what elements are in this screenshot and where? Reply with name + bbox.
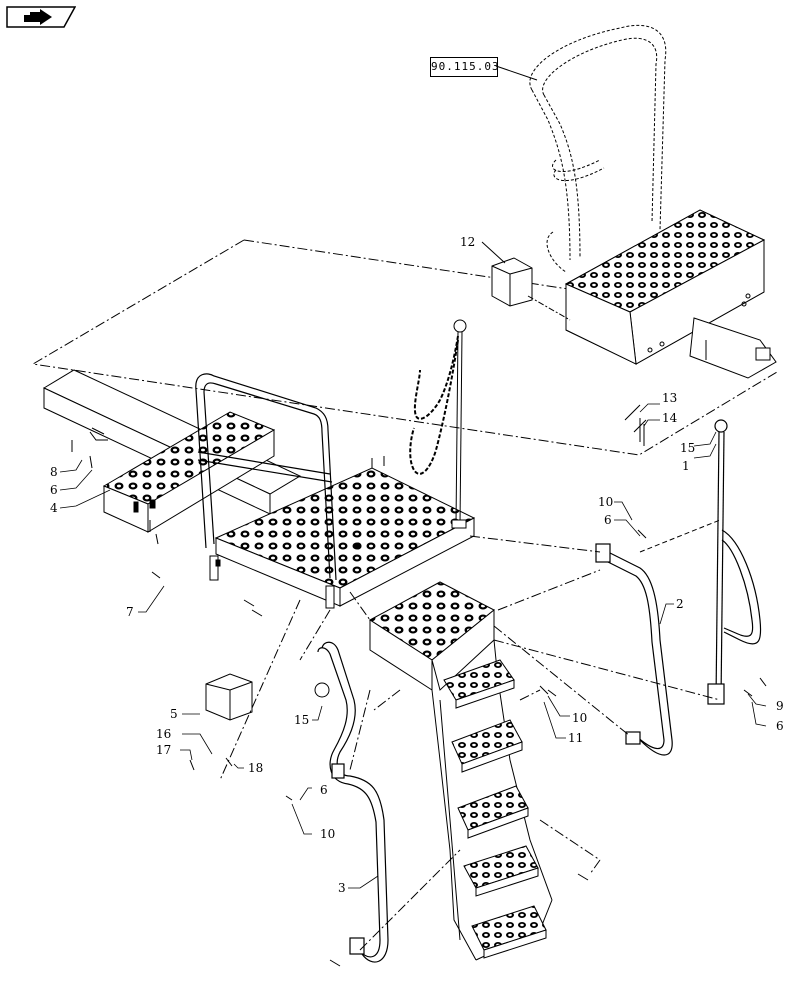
reference-label[interactable]: 90.115.03	[430, 57, 499, 77]
callout-15-left[interactable]: 15	[294, 713, 310, 727]
post	[451, 319, 467, 529]
callout-5[interactable]: 5	[170, 707, 178, 721]
main-platform	[209, 456, 476, 609]
handrail-3	[317, 641, 389, 963]
callout-10-lower[interactable]: 10	[320, 827, 336, 841]
main-handrail	[195, 373, 337, 581]
callout-6-right-top[interactable]: 6	[604, 513, 612, 527]
phantom-handrail	[529, 24, 667, 273]
left-step	[102, 411, 276, 533]
callout-6-lower[interactable]: 6	[320, 783, 328, 797]
part-5-box	[205, 673, 253, 721]
callout-2[interactable]: 2	[676, 597, 684, 611]
staircase	[369, 581, 553, 961]
callout-10-right-top[interactable]: 10	[598, 495, 614, 509]
callout-3[interactable]: 3	[338, 881, 346, 895]
handrail-1	[707, 419, 762, 705]
callout-6-left[interactable]: 6	[50, 483, 58, 497]
handrail-2	[595, 543, 673, 756]
callout-15-right[interactable]: 15	[680, 441, 696, 455]
callout-17[interactable]: 17	[156, 743, 172, 757]
callout-11[interactable]: 11	[568, 731, 584, 745]
callout-4[interactable]: 4	[50, 501, 58, 515]
chain	[409, 335, 459, 475]
back-arrow-icon[interactable]	[6, 6, 76, 28]
callout-1[interactable]: 1	[682, 459, 690, 473]
callout-9[interactable]: 9	[776, 699, 784, 713]
part-15-ball	[314, 682, 330, 698]
callout-6-right-bottom[interactable]: 6	[776, 719, 784, 733]
upper-platform	[564, 209, 777, 379]
callout-16[interactable]: 16	[156, 727, 172, 741]
callout-8[interactable]: 8	[50, 465, 58, 479]
callout-12[interactable]: 12	[460, 235, 476, 249]
callout-13[interactable]: 13	[662, 391, 678, 405]
callout-10-stairs[interactable]: 10	[572, 711, 588, 725]
callout-14[interactable]: 14	[662, 411, 678, 425]
callout-7[interactable]: 7	[126, 605, 134, 619]
part-12-block	[491, 257, 533, 307]
callout-18[interactable]: 18	[248, 761, 264, 775]
